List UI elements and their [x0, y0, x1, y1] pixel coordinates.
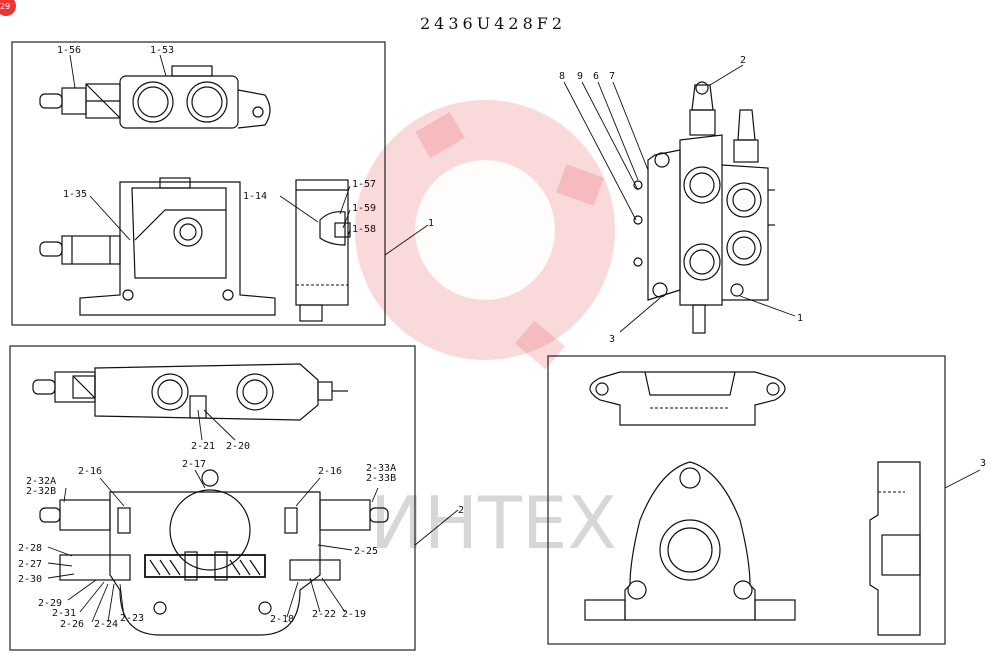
- label-1-56: 1-56: [57, 45, 81, 56]
- label-2-23: 2-23: [120, 613, 144, 624]
- label-1-assembly: 1: [797, 313, 803, 324]
- watermark-logo: ИНТЕХ: [355, 100, 617, 565]
- valve-assembly: [633, 81, 775, 334]
- corner-badge-text: 29: [0, 2, 10, 11]
- label-1-14: 1-14: [243, 191, 267, 202]
- label-2-17: 2-17: [182, 459, 206, 470]
- label-2: 2: [458, 505, 464, 516]
- housing-3-side-view: [869, 461, 921, 636]
- panel-top-left: 1-56 1-53 1-35 1-14 1-57 1-59 1-58 1: [11, 41, 434, 326]
- label-3: 3: [980, 458, 986, 469]
- label-9: 9: [577, 71, 583, 82]
- label-1-53: 1-53: [150, 45, 174, 56]
- label-2-30: 2-30: [18, 574, 42, 585]
- label-8: 8: [559, 71, 565, 82]
- label-1: 1: [428, 218, 434, 229]
- label-2-22: 2-22: [312, 609, 336, 620]
- label-2-16-right: 2-16: [318, 466, 342, 477]
- label-6: 6: [593, 71, 599, 82]
- label-2-25: 2-25: [354, 546, 378, 557]
- label-2-32B: 2-32B: [26, 486, 56, 497]
- label-2-21: 2-21: [191, 441, 215, 452]
- valve-1-section-view: [295, 179, 351, 322]
- label-2-29: 2-29: [38, 598, 62, 609]
- valve-1-side-view: [39, 65, 271, 129]
- valve-1-front-view: [39, 177, 276, 316]
- label-2-33B: 2-33B: [366, 473, 396, 484]
- panel-bottom-right: 3: [547, 355, 986, 645]
- label-2: 2: [740, 55, 746, 66]
- label-3: 3: [609, 334, 615, 345]
- label-2-24: 2-24: [94, 619, 118, 630]
- label-2-28: 2-28: [18, 543, 42, 554]
- label-2-19: 2-19: [342, 609, 366, 620]
- panel-bottom-left: 2-21 2-20 2-17 2-16 2-16 2-32A 2-32B 2-3…: [9, 345, 464, 651]
- label-2-27: 2-27: [18, 559, 42, 570]
- label-1-58: 1-58: [352, 224, 376, 235]
- corner-badge: 29: [0, 0, 16, 16]
- panel-top-right: 2 8 9 6 7 3 1: [559, 55, 803, 345]
- valve-2-top-view: [32, 363, 348, 421]
- valve-2-section-view: [39, 469, 389, 636]
- label-2-26: 2-26: [60, 619, 84, 630]
- label-2-31: 2-31: [52, 608, 76, 619]
- housing-3-top-view: [589, 371, 786, 426]
- label-2-20: 2-20: [226, 441, 250, 452]
- watermark-text: ИНТЕХ: [370, 481, 617, 565]
- drawing-title: 2436U428F2: [420, 14, 566, 33]
- label-1-59: 1-59: [352, 203, 376, 214]
- label-7: 7: [609, 71, 615, 82]
- label-1-57: 1-57: [352, 179, 376, 190]
- label-1-35: 1-35: [63, 189, 87, 200]
- label-2-16-left: 2-16: [78, 466, 102, 477]
- label-2-18: 2-18: [270, 614, 294, 625]
- housing-3-front-view: [584, 461, 796, 621]
- label-2-33A: 2-33A: [366, 463, 396, 474]
- label-2-32A: 2-32A: [26, 476, 56, 487]
